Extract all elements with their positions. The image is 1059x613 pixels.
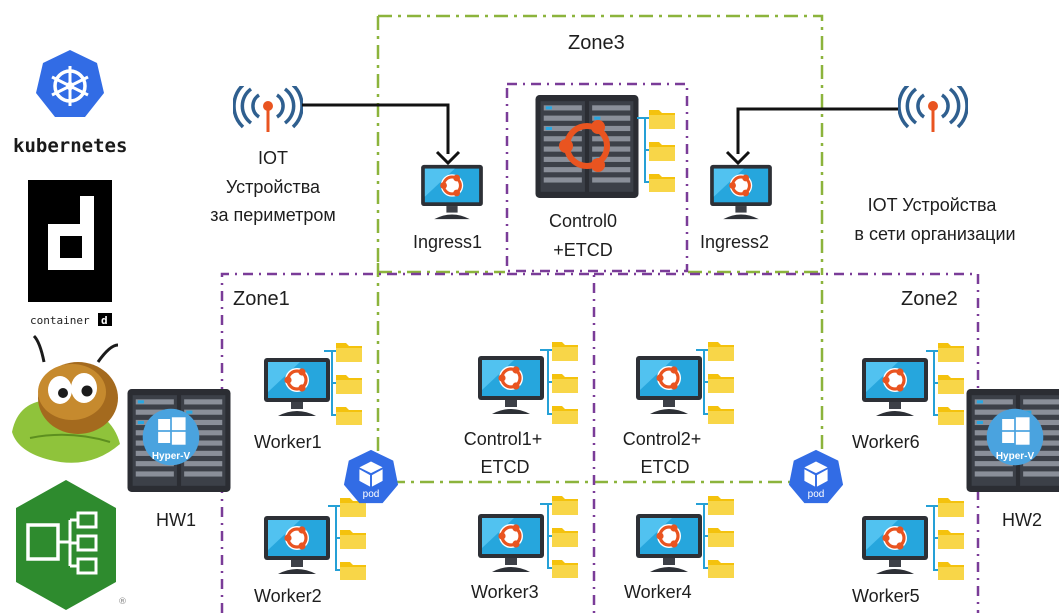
worker1-label: Worker1	[254, 432, 322, 452]
control0-label-line2: +ETCD	[553, 240, 613, 260]
control0-node[interactable]: Control0 +ETCD	[535, 95, 676, 260]
zone2-label: Zone2	[901, 288, 958, 310]
hw1-host[interactable]: Hyper-V HW1	[127, 389, 231, 530]
worker3-node[interactable]: Worker3	[471, 495, 579, 602]
zone3-label: Zone3	[568, 32, 625, 54]
control0-zone-border	[505, 82, 689, 273]
ingress1-node[interactable]: Ingress1	[413, 163, 485, 252]
ingress2-label: Ingress2	[700, 232, 769, 252]
iot-external-line2: Устройства	[226, 177, 321, 197]
folder-stack-icon	[926, 342, 965, 425]
pod-right: pod	[788, 449, 844, 504]
control2-label-line1: Control2+	[623, 429, 702, 449]
control1-node[interactable]: Control1+ ETCD	[464, 341, 579, 477]
ingress2-node[interactable]: Ingress2	[700, 163, 774, 252]
server-rack-icon	[535, 95, 639, 198]
folder-stack-icon	[328, 497, 367, 580]
ubuntu-monitor-icon	[708, 163, 774, 221]
kubernetes-logo: kubernetes	[13, 50, 127, 157]
ubuntu-monitor-icon	[476, 354, 546, 416]
folder-stack-icon	[540, 495, 579, 578]
worker5-label: Worker5	[852, 586, 920, 606]
pod-left: pod	[343, 449, 399, 504]
iot-external-group: IOT Устройства за периметром	[210, 86, 336, 225]
hw2-hyperv-label: Hyper-V	[996, 451, 1035, 462]
hw2-label: HW2	[1002, 510, 1042, 530]
ubuntu-monitor-icon	[634, 354, 704, 416]
worker3-label: Worker3	[471, 582, 539, 602]
pod-right-label: pod	[808, 489, 825, 500]
iot-external-arrow	[302, 103, 461, 166]
ant-mascot-icon	[12, 334, 120, 463]
iot-internal-line2: в сети организации	[854, 224, 1015, 244]
containerd-logo: container d	[28, 180, 112, 327]
kubernetes-helm-icon	[36, 50, 104, 117]
zone2-border	[594, 272, 980, 613]
folder-stack-icon	[540, 341, 579, 424]
worker4-node[interactable]: Worker4	[624, 495, 735, 602]
ubuntu-monitor-icon	[262, 514, 332, 576]
control2-node[interactable]: Control2+ ETCD	[623, 341, 735, 477]
worker2-node[interactable]: Worker2	[254, 497, 367, 606]
worker1-node[interactable]: Worker1	[254, 342, 363, 452]
drawio-logo: ®	[16, 480, 127, 610]
ubuntu-monitor-icon	[860, 514, 930, 576]
ubuntu-monitor-icon	[262, 356, 332, 418]
control0-label-line1: Control0	[549, 211, 617, 231]
ingress1-label: Ingress1	[413, 232, 482, 252]
hw2-host[interactable]: Hyper-V HW2	[966, 389, 1059, 530]
iot-external-line1: IOT	[258, 148, 288, 168]
hw1-label: HW1	[156, 510, 196, 530]
ubuntu-monitor-icon	[419, 163, 485, 221]
ubuntu-logo-icon	[559, 120, 610, 172]
folder-stack-icon	[637, 109, 676, 192]
zone1-label: Zone1	[233, 288, 290, 310]
control2-label-line2: ETCD	[641, 457, 690, 477]
worker6-node[interactable]: Worker6	[852, 342, 965, 452]
worker5-node[interactable]: Worker5	[852, 497, 965, 606]
worker2-label: Worker2	[254, 586, 322, 606]
worker6-label: Worker6	[852, 432, 920, 452]
ubuntu-monitor-icon	[476, 512, 546, 574]
hw1-hyperv-label: Hyper-V	[152, 451, 191, 462]
iot-external-line3: за периметром	[210, 205, 336, 225]
containerd-wordmark: container	[30, 314, 90, 327]
iot-internal-line1: IOT Устройства	[868, 195, 998, 215]
ubuntu-monitor-icon	[860, 356, 930, 418]
control1-label-line1: Control1+	[464, 429, 543, 449]
zone3-border	[376, 14, 824, 484]
kubernetes-wordmark: kubernetes	[13, 135, 127, 157]
worker4-label: Worker4	[624, 582, 692, 602]
control1-label-line2: ETCD	[481, 457, 530, 477]
containerd-d-glyph: d	[101, 314, 108, 327]
ubuntu-monitor-icon	[634, 512, 704, 574]
registered-mark: ®	[118, 597, 127, 607]
iot-internal-group: IOT Устройства в сети организации	[854, 86, 1016, 244]
iot-internal-arrow	[725, 107, 898, 166]
wireless-antenna-icon	[233, 86, 303, 134]
wireless-antenna-icon	[898, 86, 968, 134]
pod-left-label: pod	[363, 489, 380, 500]
folder-stack-icon	[926, 497, 965, 580]
